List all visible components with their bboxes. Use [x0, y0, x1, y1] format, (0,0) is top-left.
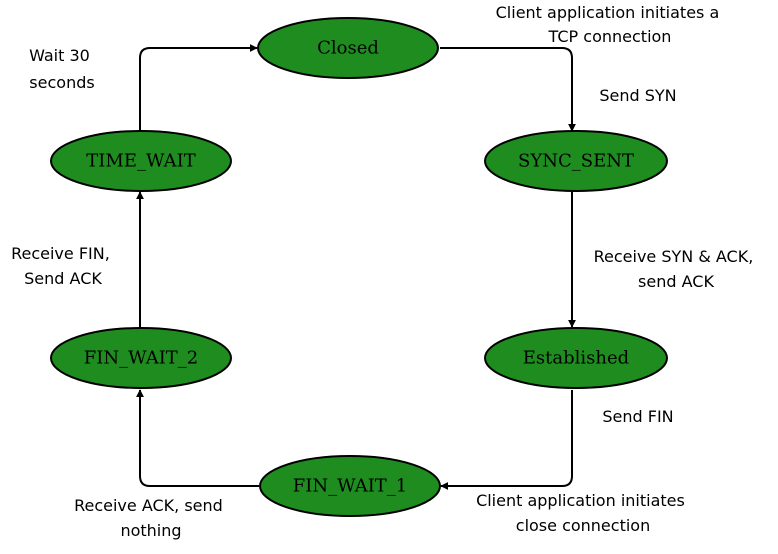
state-time-wait-ellipse: [50, 130, 232, 192]
state-sync-sent-label: SYNC_SENT: [518, 151, 634, 172]
state-fin-wait-1-ellipse: [259, 455, 441, 517]
label-sync-sent-to-established-line-2: send ACK: [638, 272, 714, 291]
state-established: Established: [484, 327, 668, 389]
state-established-label: Established: [523, 348, 629, 369]
label-fin-wait-2-to-time-wait: Receive FIN, Send ACK: [11, 244, 115, 288]
edge-closed-to-sync-sent: [440, 47, 576, 132]
label-sync-sent-to-established: Receive SYN & ACK, send ACK: [594, 247, 759, 291]
label-fin-wait-1-to-fin-wait-2-line-2: nothing: [120, 521, 181, 540]
state-fin-wait-1-label: FIN_WAIT_1: [293, 476, 408, 497]
label-fin-wait-2-to-time-wait-line-1: Receive FIN,: [11, 244, 110, 263]
edge-established-to-fin-wait-1: [440, 390, 573, 490]
label-time-wait-to-closed: Wait 30 seconds: [29, 46, 95, 92]
edge-fin-wait-1-to-fin-wait-2: [136, 389, 259, 487]
edge-time-wait-to-closed: [139, 44, 258, 131]
label-closed-to-sync-sent-line-1: Client application initiates a: [496, 3, 720, 22]
state-closed: Closed: [257, 17, 439, 79]
label-send-fin-line-1: Send FIN: [602, 407, 673, 426]
label-send-syn: Send SYN: [599, 86, 676, 105]
label-fin-wait-1-to-fin-wait-2-line-1: Receive ACK, send: [74, 496, 223, 515]
label-client-close-line-1: Client application initiates: [476, 491, 685, 510]
label-sync-sent-to-established-line-1: Receive SYN & ACK,: [594, 247, 754, 266]
label-closed-to-sync-sent-line-2: TCP connection: [548, 27, 672, 46]
label-fin-wait-2-to-time-wait-line-2: Send ACK: [24, 269, 102, 288]
label-closed-to-sync-sent: Client application initiates a TCP conne…: [496, 3, 725, 46]
state-time-wait-label: TIME_WAIT: [86, 151, 195, 172]
state-closed-ellipse: [257, 17, 439, 79]
state-established-ellipse: [484, 327, 668, 389]
label-send-syn-line-1: Send SYN: [599, 86, 676, 105]
state-sync-sent-ellipse: [484, 130, 668, 192]
label-client-close: Client application initiates close conne…: [476, 491, 690, 535]
label-time-wait-to-closed-line-2: seconds: [29, 73, 94, 92]
edges: [136, 44, 576, 490]
state-sync-sent: SYNC_SENT: [484, 130, 668, 192]
state-time-wait: TIME_WAIT: [50, 130, 232, 192]
state-fin-wait-2-label: FIN_WAIT_2: [84, 348, 199, 369]
label-send-fin: Send FIN: [602, 407, 673, 426]
label-fin-wait-1-to-fin-wait-2: Receive ACK, send nothing: [74, 496, 228, 540]
state-fin-wait-2-ellipse: [50, 327, 232, 389]
label-time-wait-to-closed-line-1: Wait 30: [29, 46, 90, 65]
state-closed-label: Closed: [317, 38, 379, 59]
state-fin-wait-1: FIN_WAIT_1: [259, 455, 441, 517]
state-fin-wait-2: FIN_WAIT_2: [50, 327, 232, 389]
label-client-close-line-2: close connection: [516, 516, 650, 535]
